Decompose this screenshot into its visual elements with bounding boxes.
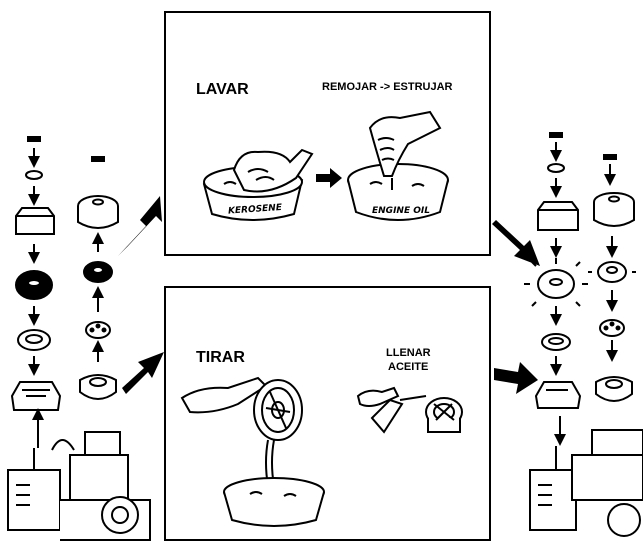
arrow-from-wash [492, 220, 540, 266]
oil-can-icon [356, 386, 463, 434]
filter-cover-icon [593, 192, 635, 227]
wing-nut-icon [549, 132, 563, 138]
foam-element-icon [15, 270, 53, 300]
pour-oil-icon [180, 376, 325, 527]
wing-nut-icon [91, 156, 105, 162]
cleaned-foam-element-icon [524, 258, 588, 307]
filter-cover-icon [77, 195, 119, 229]
paper-element-icon [83, 261, 113, 283]
filter-base-icon [79, 374, 117, 400]
right-reassembly-column [524, 132, 643, 537]
cleaned-paper-element-icon [588, 252, 636, 283]
discard-panel: TIRAR LLENAR ACEITE [164, 286, 491, 541]
filter-base-icon [595, 376, 633, 402]
arrow-to-discard [122, 352, 164, 394]
engine-icon [7, 431, 151, 541]
arrow-from-discard [494, 362, 538, 394]
filter-base-icon [10, 381, 62, 411]
filter-cover-icon [15, 207, 55, 235]
gasket-icon [541, 333, 571, 351]
washer-icon [25, 170, 43, 180]
gasket-icon [85, 321, 111, 339]
engine-oil-bowl-icon [347, 110, 449, 221]
engine-oil-label: ENGINE OIL [372, 206, 430, 216]
soak-squeeze-label: REMOJAR -> ESTRUJAR [322, 81, 453, 93]
washer-icon [547, 163, 565, 173]
process-arrow [316, 168, 342, 188]
kerosene-bowl-icon [202, 148, 314, 221]
arrow-to-wash [118, 196, 162, 256]
engine-icon [529, 429, 643, 537]
filter-base-icon [534, 381, 582, 409]
kerosene-label: KEROSENE [228, 203, 283, 217]
left-disassembly-column [7, 136, 151, 541]
fill-oil-label-line2: ACEITE [388, 361, 428, 373]
wing-nut-icon [27, 136, 41, 142]
fill-oil-label-line1: LLENAR [386, 347, 431, 359]
wash-panel: LAVAR REMOJAR -> ESTRUJAR KEROSENE ENGIN… [164, 11, 491, 256]
filter-cover-icon [537, 201, 579, 231]
wash-title: LAVAR [196, 81, 249, 98]
gasket-icon [599, 319, 625, 337]
discard-title: TIRAR [196, 349, 245, 366]
gasket-icon [17, 329, 51, 351]
wing-nut-icon [603, 154, 617, 160]
